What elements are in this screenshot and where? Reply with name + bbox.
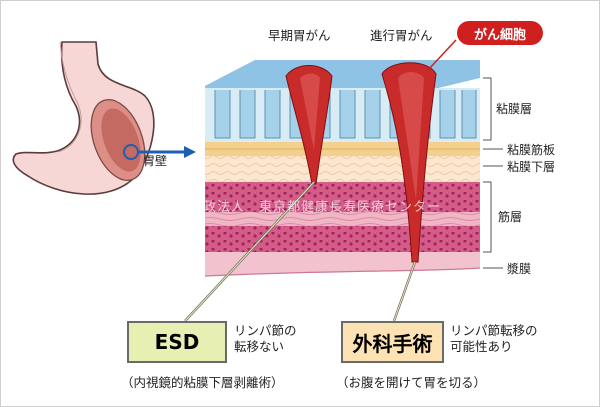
- esd-note-line1: リンパ節の: [234, 323, 297, 338]
- pointer-arrow: [138, 146, 196, 158]
- layer-label-muscularis-mucosae: 粘膜筋板: [507, 143, 556, 157]
- layer-label-mucosa: 粘膜層: [496, 102, 533, 116]
- label-leaders: [427, 39, 457, 71]
- layer-label-submucosa: 粘膜下層: [507, 160, 556, 174]
- surgery-subtitle: （お腹を開けて胃を切る）: [336, 375, 487, 390]
- cancer-cells-badge: がん細胞: [457, 21, 543, 45]
- surgery-box: 外科手術: [341, 321, 444, 363]
- esd-subtitle: （内視鏡的粘膜下層剥離術）: [121, 375, 284, 390]
- early-cancer-shape: [285, 65, 333, 185]
- early-cancer-label: 早期胃がん: [268, 28, 331, 43]
- advanced-cancer-shape: [381, 62, 437, 263]
- stomach-wall-label: 胃壁: [143, 154, 168, 168]
- stomach-diagram: [12, 41, 155, 195]
- esd-note-line2: 転移ない: [234, 339, 285, 355]
- advanced-cancer-label: 進行胃がん: [370, 28, 433, 43]
- layer-label-serosa: 漿膜: [507, 262, 532, 276]
- layer-block: [204, 60, 481, 277]
- layer-brackets: [483, 77, 503, 269]
- surgery-note: リンパ節転移の 可能性あり: [450, 323, 538, 356]
- surgery-note-line1: リンパ節転移の: [450, 323, 538, 338]
- esd-box: ESD: [127, 321, 227, 363]
- surgery-note-line2: 可能性あり: [450, 339, 513, 355]
- esd-note: リンパ節の 転移ない: [234, 323, 297, 356]
- watermark: 地方独立行政法人 東京都健康長寿医療センター: [133, 200, 442, 215]
- connector-lines: [184, 181, 417, 322]
- layer-label-muscle: 筋層: [498, 210, 523, 224]
